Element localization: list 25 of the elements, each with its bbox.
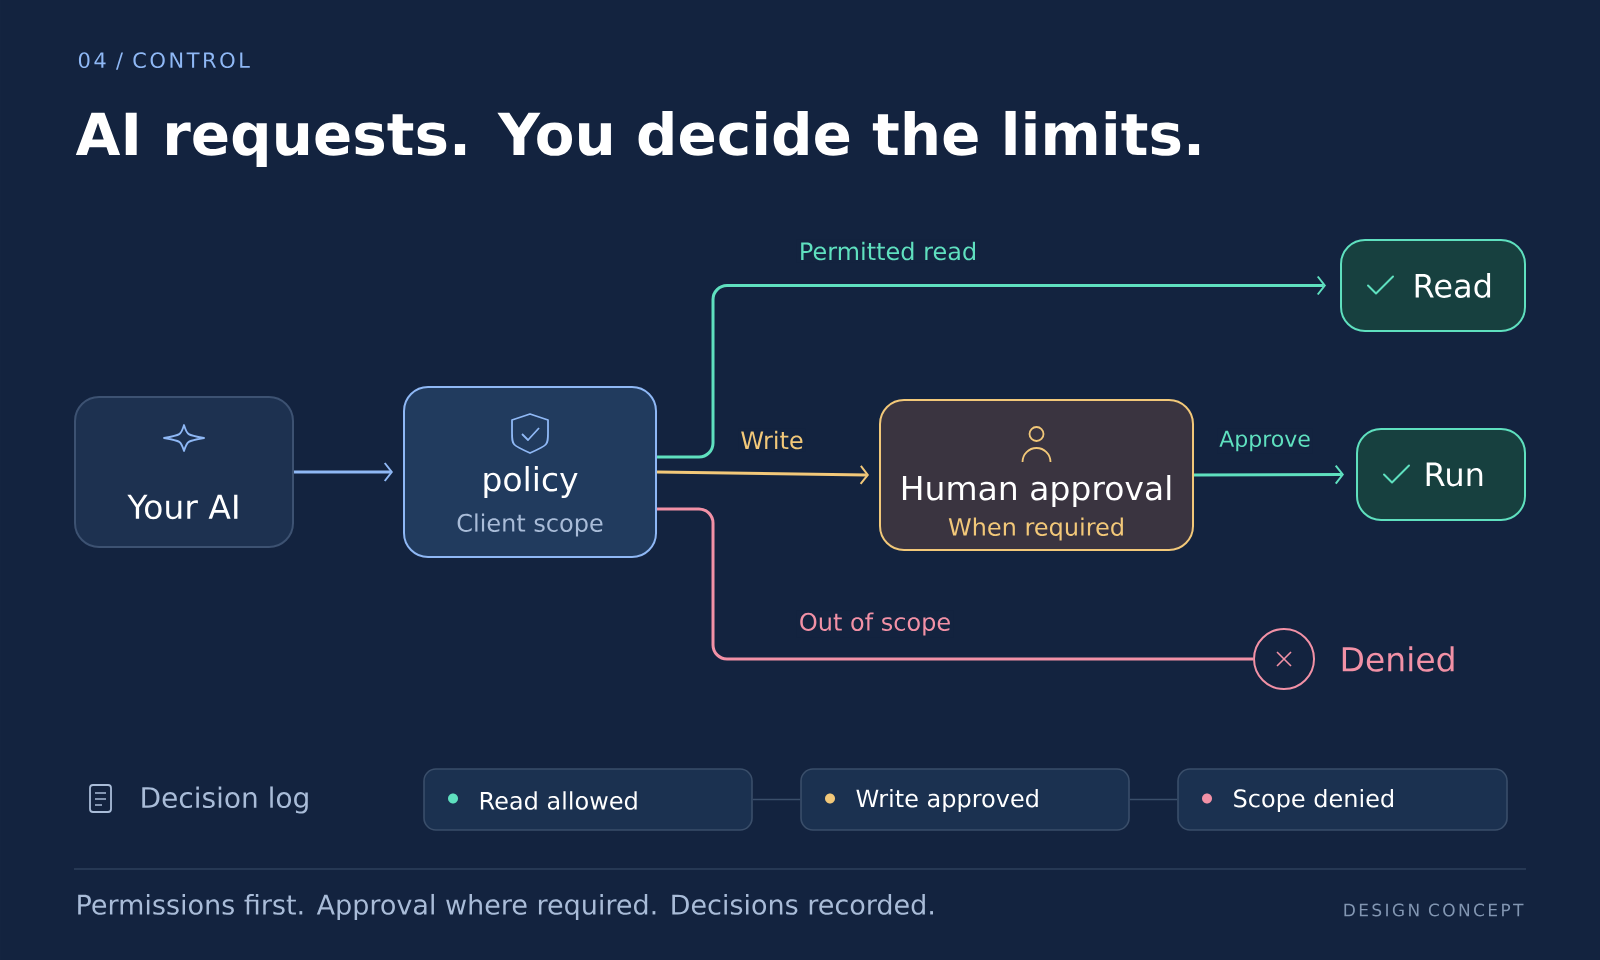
process-box: Your AI (74, 396, 294, 548)
arrow (294, 462, 393, 482)
edge-label: Approve (1217, 428, 1313, 454)
edge-label: Permitted read (796, 239, 980, 263)
edge-label: Write (738, 428, 806, 452)
policy-box: policy Client scope (403, 386, 657, 558)
section-label: Decision log (142, 786, 308, 814)
arrow (657, 464, 869, 485)
connector-line (752, 798, 801, 801)
connector-line (1129, 798, 1178, 801)
approval-box: Human approval When required (879, 399, 1194, 551)
status-label: Denied (1342, 646, 1454, 672)
footer-tag: DESIGN CONCEPT (1344, 903, 1524, 917)
footer-note: Permissions first. Approval where required. Decisions recorded. (78, 893, 933, 921)
title: AI requests. You decide the limits. (75, 110, 1200, 168)
arrow (1194, 464, 1344, 485)
log-entry: Write approved (800, 768, 1130, 831)
arrow (657, 275, 1326, 459)
section-label: 04 / CONTROL (78, 52, 250, 70)
result-box: Read (1340, 239, 1526, 332)
log-entry: Read allowed (423, 768, 753, 831)
log-entry: Scope denied (1177, 768, 1508, 831)
edge-label: Out of scope (796, 610, 954, 638)
connector-line (657, 507, 1253, 661)
result-box: Run (1356, 428, 1526, 521)
